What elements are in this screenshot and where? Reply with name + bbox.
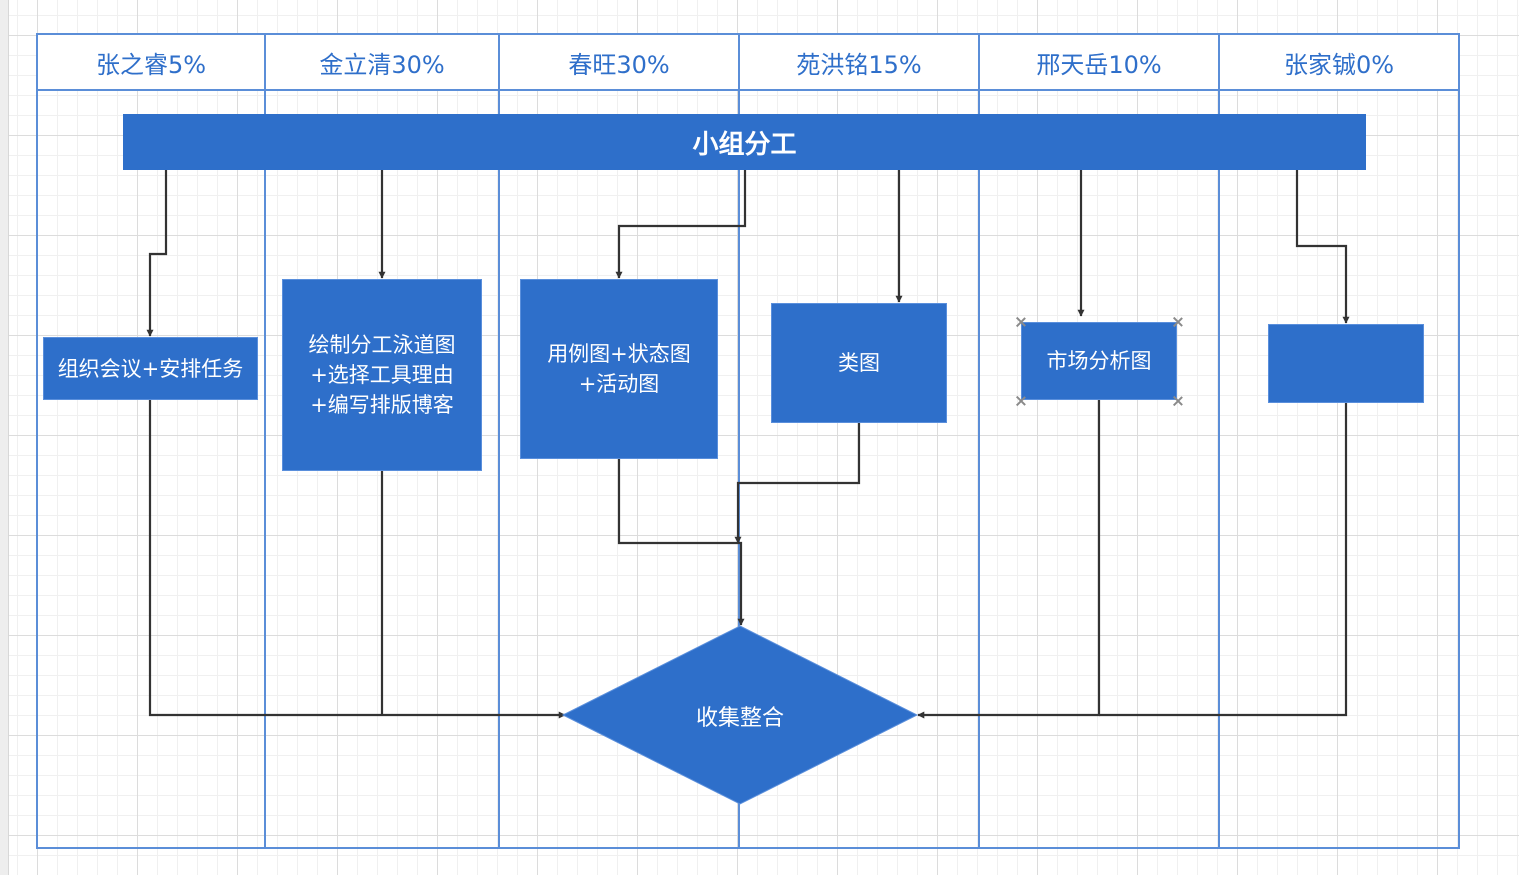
resize-handle-bottom-right[interactable] <box>1173 396 1183 406</box>
connector-to-empty-box[interactable] <box>1295 170 1350 324</box>
connector-organize-to-merge[interactable] <box>148 400 566 719</box>
box-market-analysis[interactable]: 市场分析图 <box>1021 322 1177 400</box>
resize-handle-top-left[interactable] <box>1016 317 1026 327</box>
lane-title: 邢天岳10% <box>1036 50 1162 79</box>
box-class-diagram[interactable]: 类图 <box>771 303 947 423</box>
resize-handle-bottom-left[interactable] <box>1016 396 1026 406</box>
lane-title: 春旺30% <box>568 50 670 79</box>
lane-header-4[interactable]: 苑洪铭15% <box>738 33 980 91</box>
title-text: 小组分工 <box>692 129 797 160</box>
canvas-edge <box>0 0 9 875</box>
lane-divider <box>738 33 740 848</box>
connector-market-to-merge[interactable] <box>917 400 1101 719</box>
lane-title: 金立清30% <box>319 50 445 79</box>
lane-border-left <box>36 33 38 848</box>
merge-diamond[interactable] <box>561 625 919 805</box>
box-label: 组织会议+安排任务 <box>57 356 244 381</box>
connector-to-usecase[interactable] <box>615 170 747 279</box>
lane-title: 苑洪铭15% <box>796 50 922 79</box>
connector-to-organize[interactable] <box>146 170 168 337</box>
resize-handle-top-right[interactable] <box>1173 317 1183 327</box>
lane-divider <box>978 33 980 848</box>
lane-header-6[interactable]: 张家铖0% <box>1218 33 1460 91</box>
box-usecase-diagram[interactable]: 用例图+状态图 +活动图 <box>520 279 718 459</box>
lane-divider <box>498 33 500 848</box>
lane-border-bottom <box>36 847 1460 849</box>
lane-header-1[interactable]: 张之睿5% <box>36 33 266 91</box>
box-swimlane-diagram[interactable]: 绘制分工泳道图 +选择工具理由 +编写排版博客 <box>282 279 482 471</box>
box-label: 用例图+状态图 +活动图 <box>547 342 691 396</box>
merge-label: 收集整合 <box>695 706 784 731</box>
box-organize-meeting[interactable]: 组织会议+安排任务 <box>43 337 258 400</box>
box-label: 市场分析图 <box>1046 349 1152 373</box>
lane-title: 张之睿5% <box>95 50 207 79</box>
lane-title: 张家铖0% <box>1283 50 1395 79</box>
lane-header-2[interactable]: 金立清30% <box>264 33 500 91</box>
lane-border-right <box>1458 33 1460 848</box>
lane-divider <box>1218 33 1220 848</box>
box-label: 绘制分工泳道图 +选择工具理由 +编写排版博客 <box>308 333 456 417</box>
box-label: 类图 <box>838 351 880 375</box>
box-empty[interactable] <box>1268 324 1424 403</box>
connector-to-swimlane[interactable] <box>378 166 745 279</box>
connector-empty-to-merge[interactable] <box>1099 402 1348 717</box>
connector-class-to-merge[interactable] <box>734 423 861 544</box>
lane-header-3[interactable]: 春旺30% <box>498 33 740 91</box>
connector-usecase-to-merge[interactable] <box>617 459 745 626</box>
title-bar[interactable]: 小组分工 <box>123 114 1366 170</box>
lane-header-5[interactable]: 邢天岳10% <box>978 33 1220 91</box>
connector-to-classdiagram[interactable] <box>745 166 903 303</box>
lane-divider <box>264 33 266 848</box>
